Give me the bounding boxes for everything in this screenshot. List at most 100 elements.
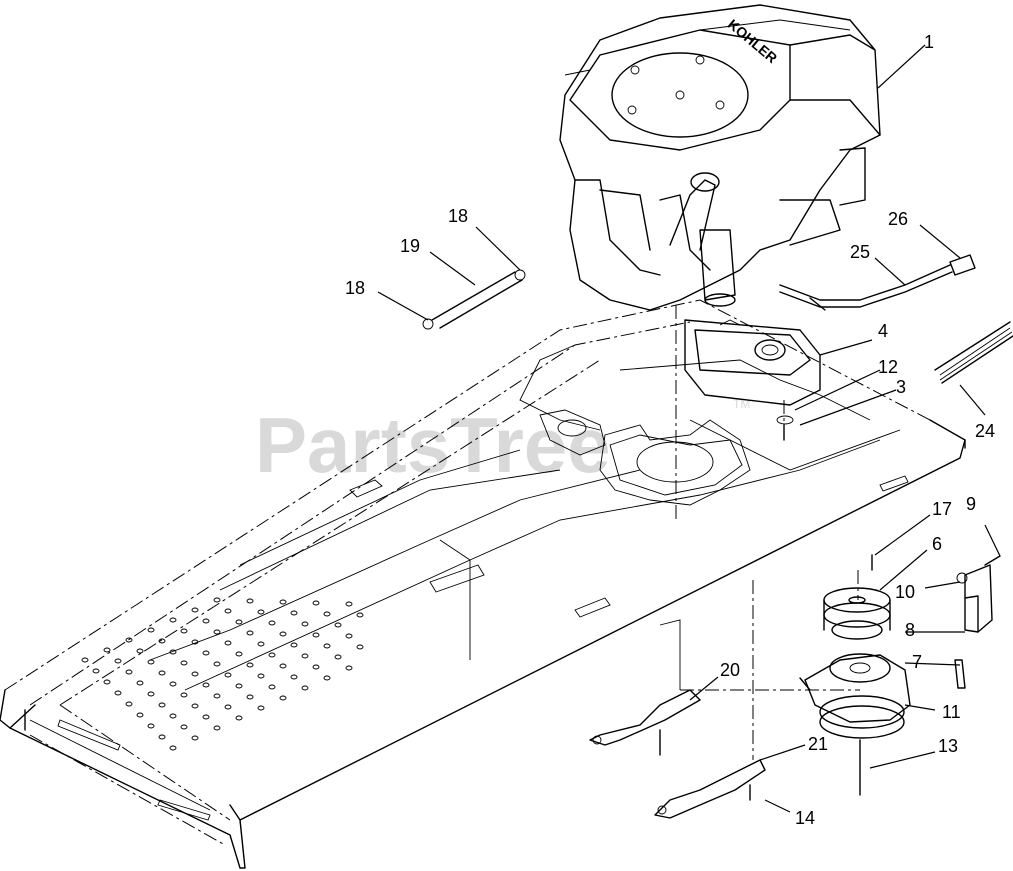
callout-6: 6 — [932, 534, 942, 554]
floor-hole — [202, 682, 210, 688]
floor-hole — [301, 685, 309, 691]
floor-hole — [147, 627, 155, 633]
floor-hole — [246, 598, 254, 604]
floor-hole — [81, 657, 89, 663]
hose-assembly — [422, 269, 526, 330]
floor-hole — [169, 649, 177, 655]
floor-hole — [147, 691, 155, 697]
spiral-wrap — [934, 321, 1013, 384]
floor-hole — [235, 619, 243, 625]
callout-1: 1 — [924, 32, 934, 52]
callout-9: 9 — [966, 494, 976, 514]
callout-3: 3 — [896, 377, 906, 397]
floor-hole — [345, 665, 353, 671]
floor-hole — [235, 683, 243, 689]
callout-labels: 1 3 4 6 7 8 9 10 11 12 13 14 17 18 18 19… — [345, 32, 995, 828]
floor-hole — [235, 651, 243, 657]
floor-hole — [114, 658, 122, 664]
floor-hole — [334, 654, 342, 660]
fuel-line — [779, 254, 976, 311]
floor-hole — [169, 745, 177, 751]
callout-19: 19 — [400, 236, 420, 256]
floor-hole — [312, 664, 320, 670]
floor-hole — [279, 695, 287, 701]
floor-hole — [191, 639, 199, 645]
floor-hole — [312, 600, 320, 606]
clutch-pulleys — [799, 587, 911, 739]
floor-hole — [268, 620, 276, 626]
floor-hole — [334, 622, 342, 628]
mount-brackets — [589, 689, 861, 819]
floor-hole — [191, 735, 199, 741]
floor-hole — [158, 670, 166, 676]
floor-hole — [213, 661, 221, 667]
assembly-axes — [675, 305, 859, 760]
floor-hole — [158, 734, 166, 740]
floor-hole — [125, 669, 133, 675]
floor-hole — [213, 597, 221, 603]
floor-hole — [213, 693, 221, 699]
callout-18-lower: 18 — [345, 278, 365, 298]
floor-hole — [158, 702, 166, 708]
floor-hole — [257, 673, 265, 679]
engine: KOHLER — [559, 4, 881, 406]
floor-hole — [257, 705, 265, 711]
floor-hole — [191, 671, 199, 677]
floor-hole — [224, 608, 232, 614]
floor-hole — [257, 609, 265, 615]
floor-hole — [356, 612, 364, 618]
floor-hole — [136, 648, 144, 654]
frame-chassis — [0, 299, 966, 869]
leader-lines — [377, 44, 1001, 813]
floor-hole — [180, 692, 188, 698]
floor-hole — [224, 704, 232, 710]
floor-hole — [246, 694, 254, 700]
floor-hole — [235, 715, 243, 721]
floor-hole — [103, 647, 111, 653]
floor-hole — [136, 680, 144, 686]
floor-hole — [136, 712, 144, 718]
floor-hole — [169, 713, 177, 719]
floor-hole — [279, 663, 287, 669]
callout-18-upper: 18 — [448, 206, 468, 226]
floor-hole — [290, 610, 298, 616]
floor-hole — [202, 650, 210, 656]
floor-hole — [92, 668, 100, 674]
floor-hole — [257, 641, 265, 647]
floor-hole — [202, 618, 210, 624]
floor-hole — [191, 703, 199, 709]
clutch-bracket — [956, 555, 1001, 633]
floor-hole — [202, 714, 210, 720]
floor-hole — [114, 690, 122, 696]
callout-21: 21 — [808, 734, 828, 754]
floor-hole — [103, 679, 111, 685]
callout-26: 26 — [888, 209, 908, 229]
floor-hole — [279, 631, 287, 637]
floor-hole — [356, 644, 364, 650]
floor-hole — [323, 611, 331, 617]
floor-hole — [301, 621, 309, 627]
floor-hole — [345, 633, 353, 639]
floor-hole — [125, 701, 133, 707]
floor-hole — [158, 638, 166, 644]
floor-hole — [268, 652, 276, 658]
floor-hole — [169, 617, 177, 623]
floor-hole — [125, 637, 133, 643]
callout-12: 12 — [878, 357, 898, 377]
floor-hole — [213, 629, 221, 635]
floor-hole — [169, 681, 177, 687]
floor-hole — [268, 684, 276, 690]
floor-hole — [290, 674, 298, 680]
callout-20: 20 — [720, 660, 740, 680]
callout-25: 25 — [850, 242, 870, 262]
floor-hole — [180, 660, 188, 666]
floor-hole — [246, 630, 254, 636]
callout-10: 10 — [895, 582, 915, 602]
floor-hole — [290, 642, 298, 648]
floor-hole — [180, 724, 188, 730]
floor-hole — [147, 659, 155, 665]
callout-24: 24 — [975, 421, 995, 441]
floor-hole — [301, 653, 309, 659]
floor-perforations — [81, 597, 364, 751]
